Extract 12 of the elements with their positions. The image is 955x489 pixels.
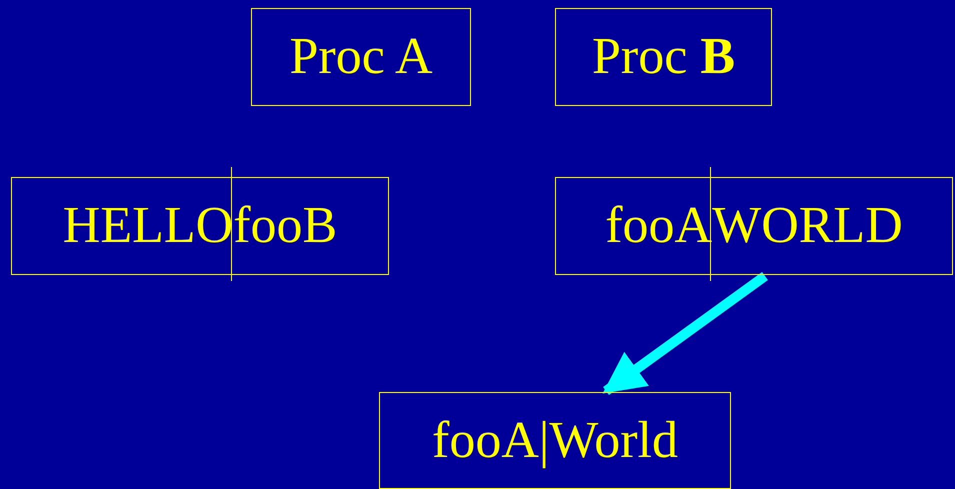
text-box (11, 177, 389, 275)
text-box (379, 392, 731, 489)
box-label: Proc B (592, 31, 735, 83)
box-label: fooA|World (432, 414, 678, 466)
box-label: Proc A (290, 31, 432, 83)
text-box (555, 8, 772, 106)
arrow (602, 272, 768, 396)
text-box (555, 177, 953, 275)
box-label: fooB (233, 200, 338, 252)
box-label: HELLO (62, 200, 234, 252)
box-label: WORLD (712, 200, 903, 252)
text-box (251, 8, 471, 106)
